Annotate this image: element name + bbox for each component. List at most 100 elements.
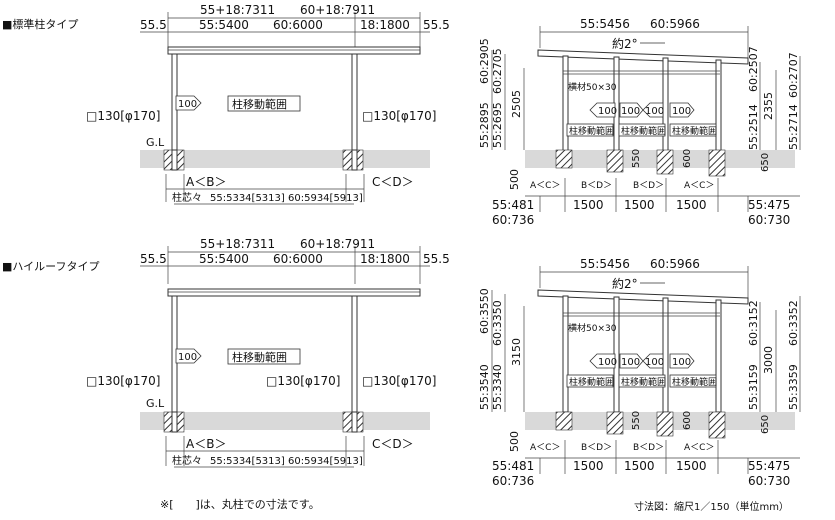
span-a-dim: 55:5400 bbox=[199, 18, 249, 32]
roof-side bbox=[537, 49, 749, 65]
right-end-a: 55:475 bbox=[748, 198, 790, 212]
side-range-3: 柱移動範囲 bbox=[672, 125, 717, 137]
ab-label: A＜B＞ bbox=[186, 175, 226, 189]
side-elevation: 55:5456 60:5966 約2° 横材50×30 100 100 100 … bbox=[478, 257, 801, 488]
side-range-2: 柱移動範囲 bbox=[621, 376, 666, 388]
side-elevation: 55:5456 60:5966 約2° 横材50×30 100 100 100 … bbox=[478, 17, 801, 227]
section-heading: ■標準柱タイプ bbox=[2, 17, 78, 31]
beam-label: 横材50×30 bbox=[568, 81, 617, 93]
foundation-600: 600 bbox=[682, 149, 693, 168]
side-post-1 bbox=[562, 55, 569, 167]
top-b-dim: 60:5966 bbox=[650, 257, 700, 271]
spacing-3: 1500 bbox=[676, 198, 707, 212]
section-standard: ■標準柱タイプ 55+18:7311 60+18:7911 55.5 55:54… bbox=[2, 3, 801, 227]
post-right bbox=[351, 53, 358, 167]
side-arrow-1: 100 bbox=[598, 357, 617, 368]
foundation-550: 550 bbox=[631, 411, 642, 430]
end-left-dim: 55.5 bbox=[140, 252, 167, 266]
cd-label: C＜D＞ bbox=[372, 437, 414, 451]
section-heading: ■ハイルーフタイプ bbox=[2, 260, 100, 273]
span-b-dim: 60:6000 bbox=[273, 252, 323, 266]
side-right-dim-4: 55:3159 bbox=[747, 364, 760, 410]
left-end-b: 60:736 bbox=[492, 213, 534, 227]
side-arrow-2: 100 bbox=[621, 357, 640, 368]
gl-label: G.L bbox=[146, 136, 165, 149]
side-right-dim-2: 60:3352 bbox=[787, 300, 800, 346]
bottom-label-4: A＜C＞ bbox=[684, 181, 714, 191]
side-right-dim-1: 60:2507 bbox=[747, 46, 760, 92]
side-right-dim-1: 60:3152 bbox=[747, 300, 760, 346]
span-c-dim: 18:1800 bbox=[360, 18, 410, 32]
side-range-2: 柱移動範囲 bbox=[621, 125, 666, 137]
bottom-label-1: A＜C＞ bbox=[530, 181, 560, 191]
spacing-1: 1500 bbox=[573, 459, 604, 473]
side-right-dim-2: 60:2707 bbox=[787, 52, 800, 98]
post-right-size: □130[φ170] bbox=[362, 109, 436, 123]
roof bbox=[167, 46, 421, 55]
side-left-dim-3: 55:2695 bbox=[491, 102, 504, 148]
right-end-b: 60:730 bbox=[748, 213, 790, 227]
spacing-2: 1500 bbox=[624, 198, 655, 212]
core-a: 55:5334[5313] bbox=[210, 193, 285, 204]
foundation-500: 500 bbox=[508, 169, 521, 190]
end-right-dim: 55.5 bbox=[423, 18, 450, 32]
footnote: ※[ ]は、丸柱での寸法です。 bbox=[160, 497, 320, 511]
core-label: 柱芯々 bbox=[172, 191, 202, 204]
arrow-label: 100 bbox=[178, 352, 197, 363]
post-left-size: □130[φ170] bbox=[86, 374, 160, 388]
spacing-1: 1500 bbox=[573, 198, 604, 212]
front-elevation: 55+18:7311 60+18:7911 55.5 55:5400 60:60… bbox=[86, 237, 450, 468]
gl-label: G.L bbox=[146, 397, 165, 410]
overall-right-dim: 60+18:7911 bbox=[300, 3, 375, 17]
roof-side bbox=[537, 289, 749, 305]
bottom-label-3: B＜D＞ bbox=[633, 181, 664, 191]
side-arrow-4: 100 bbox=[672, 357, 691, 368]
post-left-size: □130[φ170] bbox=[86, 109, 160, 123]
arrow-label: 100 bbox=[178, 99, 197, 110]
cd-label: C＜D＞ bbox=[372, 175, 414, 189]
side-left-dim-5: 3150 bbox=[510, 338, 523, 366]
side-right-dim-3: 2355 bbox=[762, 92, 775, 120]
side-left-dim-4: 60:2705 bbox=[491, 48, 504, 94]
side-left-dim-4: 60:3350 bbox=[491, 300, 504, 346]
span-c-dim: 18:1800 bbox=[360, 252, 410, 266]
side-left-dim-1: 55:3540 bbox=[478, 364, 491, 410]
range-box bbox=[227, 95, 301, 112]
side-range-1: 柱移動範囲 bbox=[569, 125, 614, 137]
bottom-label-2: B＜D＞ bbox=[581, 443, 612, 453]
foundation-500: 500 bbox=[508, 431, 521, 452]
roof bbox=[167, 288, 421, 297]
top-a-dim: 55:5456 bbox=[580, 17, 630, 31]
slope-label: 約2° bbox=[612, 36, 638, 51]
scale-note: 寸法図：縮尺1／150（単位mm） bbox=[634, 500, 789, 513]
side-arrow-3: 100 bbox=[645, 357, 664, 368]
side-range-1: 柱移動範囲 bbox=[569, 376, 614, 388]
side-left-dim-2: 60:3550 bbox=[478, 288, 491, 334]
core-b: 60:5934[5913] bbox=[288, 456, 363, 467]
core-label: 柱芯々 bbox=[172, 454, 202, 467]
span-b-dim: 60:6000 bbox=[273, 18, 323, 32]
side-right-dim-4: 55:2514 bbox=[747, 104, 760, 150]
side-right-dim-5: 55:2714 bbox=[787, 104, 800, 150]
side-left-dim-5: 2505 bbox=[510, 90, 523, 118]
front-elevation: 55+18:7311 60+18:7911 55.5 55:5400 60:60… bbox=[86, 3, 450, 205]
side-left-dim-2: 60:2905 bbox=[478, 38, 491, 84]
foundation-600: 600 bbox=[682, 411, 693, 430]
beam-label: 横材50×30 bbox=[568, 322, 617, 334]
arrow-box bbox=[175, 95, 202, 111]
side-right-dim-5: 55:3359 bbox=[787, 364, 800, 410]
slope-label: 約2° bbox=[612, 276, 638, 291]
side-arrow-2: 100 bbox=[621, 106, 640, 117]
right-end-a: 55:475 bbox=[748, 459, 790, 473]
left-end-b: 60:736 bbox=[492, 474, 534, 488]
side-left-dim-1: 55:2895 bbox=[478, 102, 491, 148]
overall-left-dim: 55+18:7311 bbox=[200, 3, 275, 17]
end-left-dim: 55.5 bbox=[140, 18, 167, 32]
section-high-roof: ■ハイルーフタイプ 55+18:7311 60+18:7911 55.5 55:… bbox=[2, 237, 801, 488]
foundation-550: 550 bbox=[631, 149, 642, 168]
post-right bbox=[351, 295, 358, 415]
post-mid-size: □130[φ170] bbox=[266, 374, 340, 388]
left-end-a: 55:481 bbox=[492, 198, 534, 212]
ab-label: A＜B＞ bbox=[186, 437, 226, 451]
